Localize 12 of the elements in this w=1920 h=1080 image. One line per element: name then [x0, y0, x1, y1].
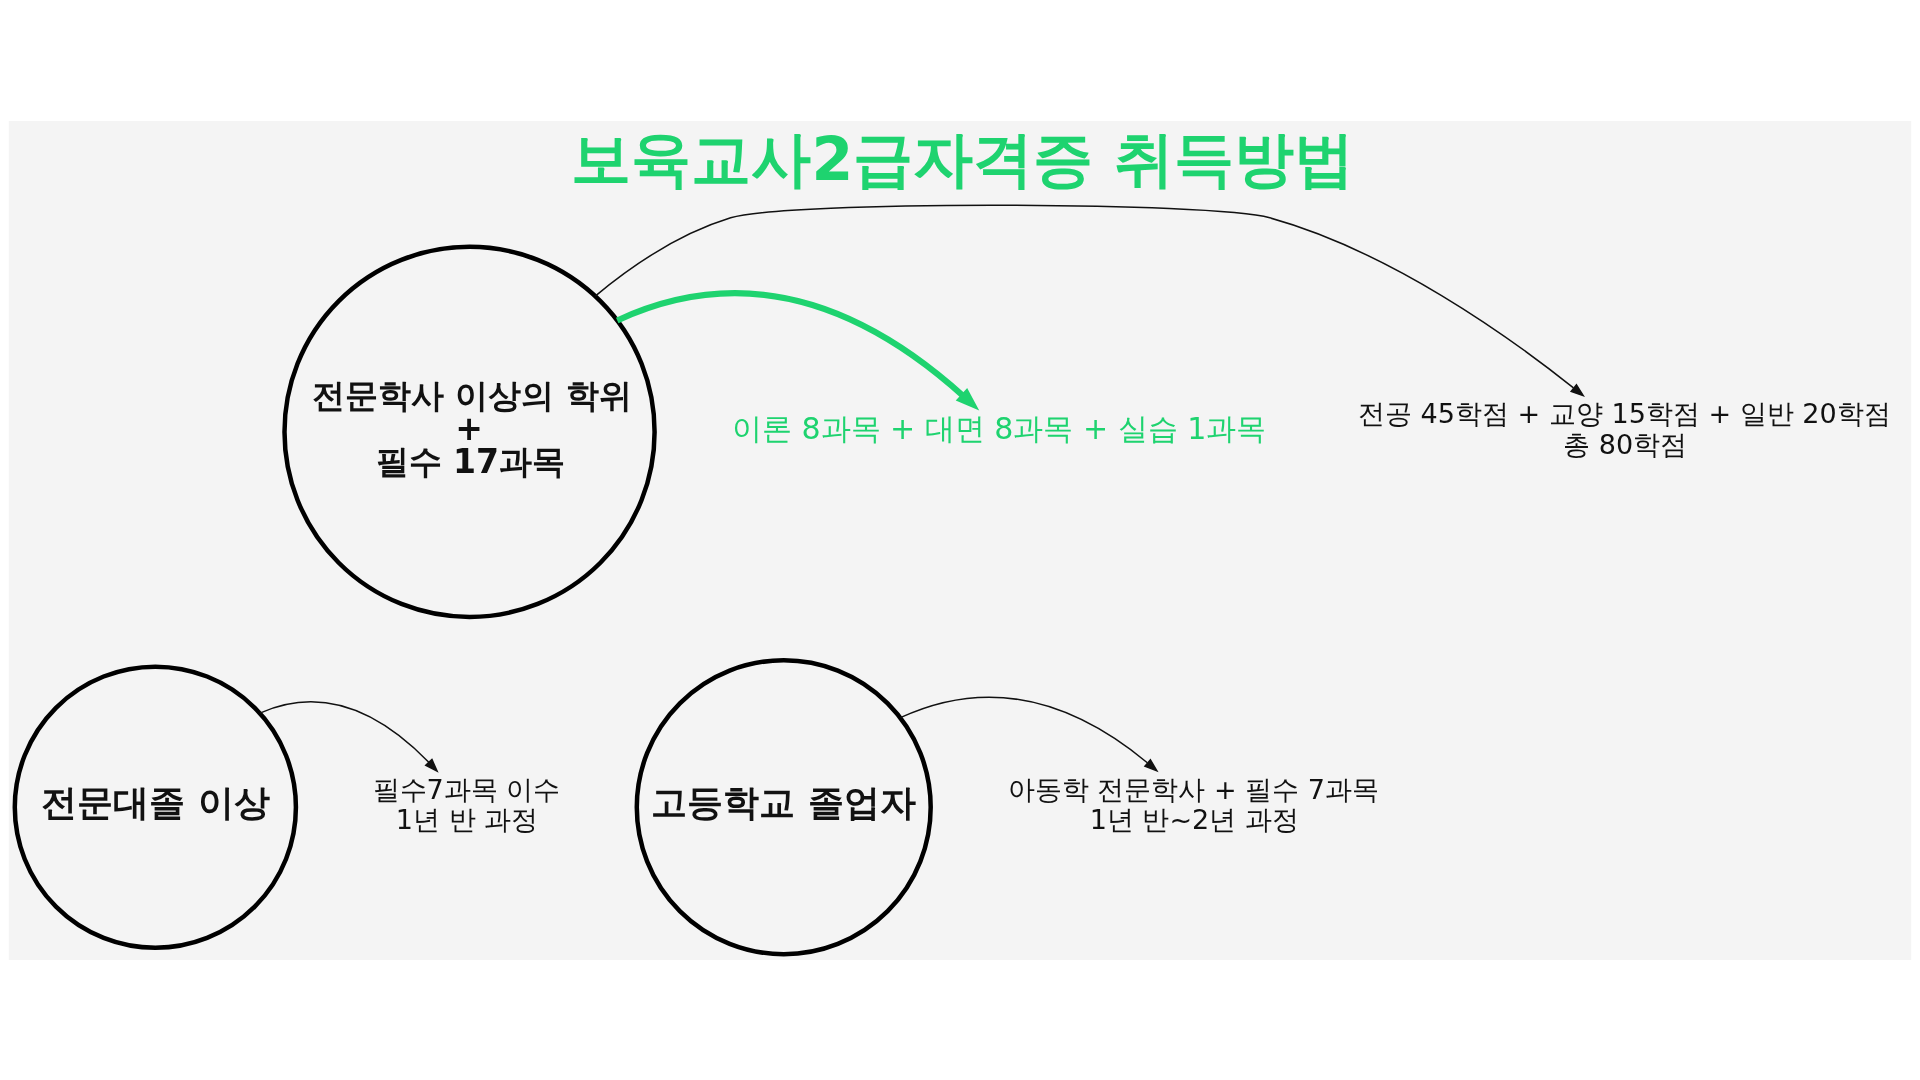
node-text: 필수7과목 이수 1년 반 과정 — [372, 773, 561, 835]
diagram-title: 보육교사2급자격증 취득방법 — [571, 123, 1355, 194]
arrow — [616, 289, 980, 411]
node-text: 이론 8과목 + 대면 8과목 + 실습 1과목 — [731, 410, 1267, 446]
arrow — [899, 696, 1159, 772]
node-circle: 고등학교 졸업자 — [634, 657, 933, 956]
arrow — [594, 204, 1585, 397]
node-circle: 전문대졸 이상 — [12, 663, 299, 950]
node-text: 전공 45학점 + 교양 15학점 + 일반 20학점 총 80학점 — [1358, 397, 1891, 460]
arrow — [259, 700, 439, 773]
node-circle: 전문학사 이상의 학위 + 필수 17과목 — [282, 244, 657, 619]
node-text: 아동학 전문학사 + 필수 7과목 1년 반~2년 과정 — [1007, 773, 1379, 835]
